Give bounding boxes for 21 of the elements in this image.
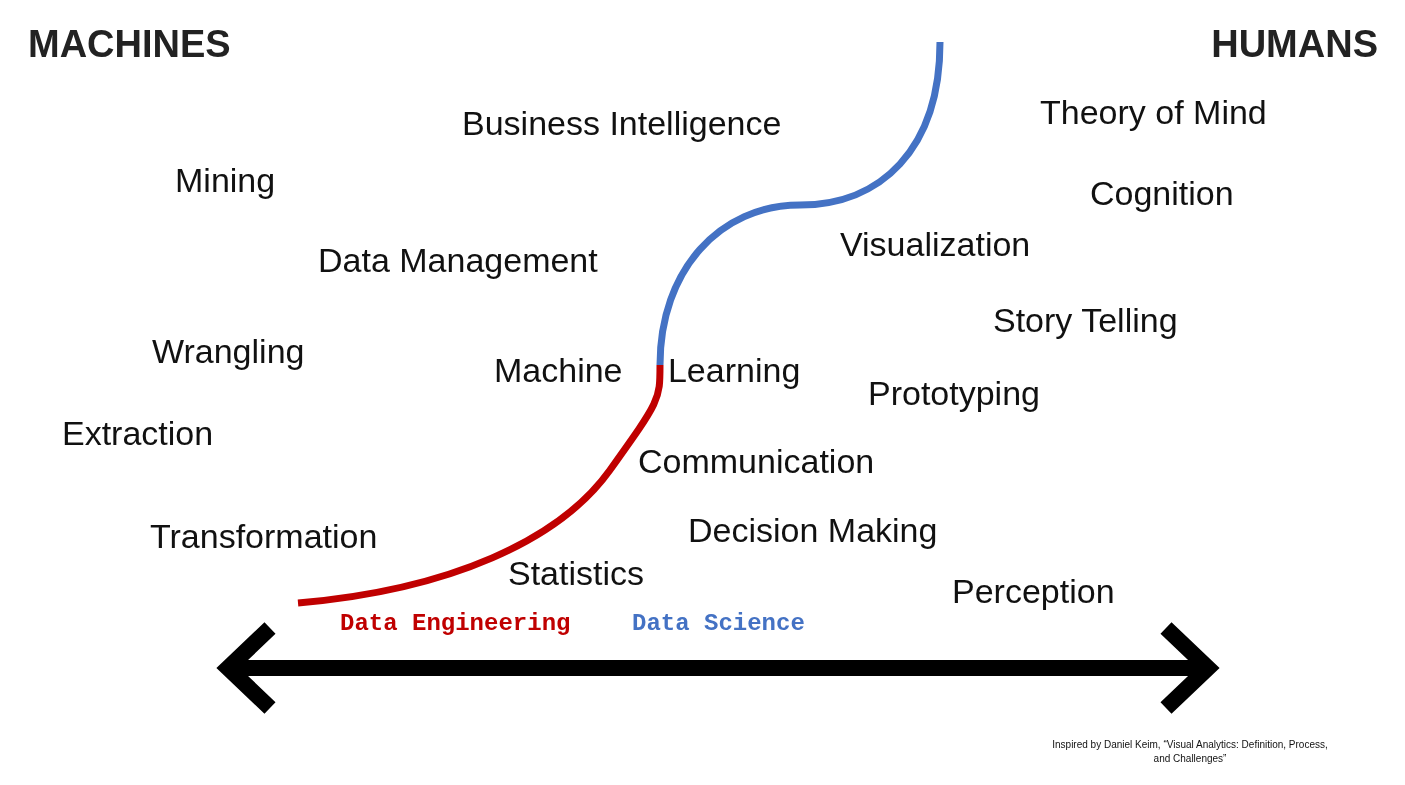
topic-label: Extraction <box>62 413 214 454</box>
topic-label: Story Telling <box>993 300 1178 341</box>
axis-end-label: MACHINES <box>28 22 231 67</box>
topic-label: Communication <box>638 441 875 482</box>
topic-label: Mining <box>175 160 276 201</box>
topic-label: Business Intelligence <box>462 103 782 144</box>
source-note: Inspired by Daniel Keim, “Visual Analytics: Definition, Process, and Challenges” <box>1051 738 1329 766</box>
topic-label: Perception <box>952 571 1115 612</box>
topic-label: Decision Making <box>688 510 938 551</box>
topic-label: Data Management <box>318 240 598 281</box>
topic-label: Transformation <box>150 516 378 557</box>
topic-label: Prototyping <box>868 373 1040 414</box>
topic-label: Visualization <box>840 224 1031 265</box>
topic-label: Cognition <box>1090 173 1234 214</box>
topic-label: Statistics <box>508 553 645 594</box>
topic-label: Wrangling <box>152 331 305 372</box>
topic-label: Theory of Mind <box>1040 92 1267 133</box>
curve-label: Data Science <box>632 610 805 639</box>
topic-label: Machine Learning <box>494 350 801 391</box>
curve-label: Data Engineering <box>340 610 571 639</box>
axis-end-label: HUMANS <box>1211 22 1378 67</box>
